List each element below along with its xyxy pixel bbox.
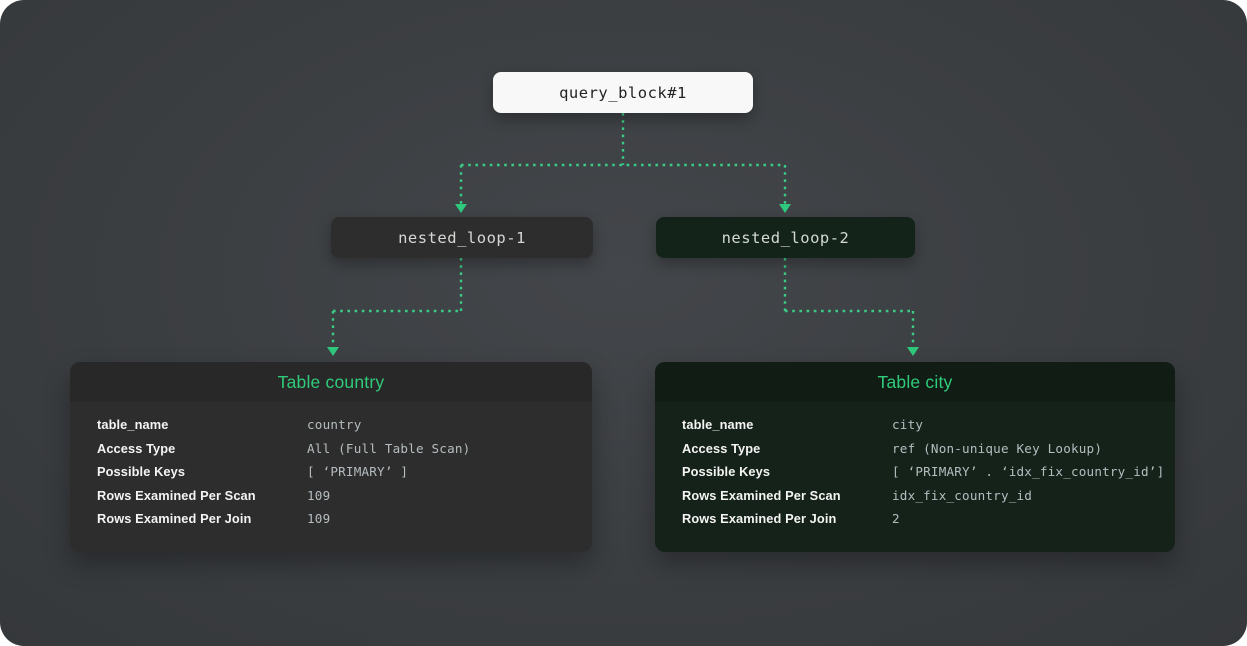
table-row: Access Type All (Full Table Scan) bbox=[70, 437, 592, 461]
card-header: Table city bbox=[655, 362, 1175, 402]
row-value: 109 bbox=[307, 487, 331, 503]
arrow-down-icon bbox=[779, 204, 791, 213]
table-row: Possible Keys [ ‘PRIMARY’ ] bbox=[70, 460, 592, 484]
row-value: ref (Non-unique Key Lookup) bbox=[892, 440, 1103, 456]
card-title: Table country bbox=[277, 371, 385, 392]
card-rows: table_name city Access Type ref (Non-uni… bbox=[655, 402, 1175, 531]
table-row: Rows Examined Per Join 2 bbox=[655, 507, 1175, 531]
row-value: 109 bbox=[307, 511, 331, 527]
row-value: [ ‘PRIMARY’ . ‘idx_fix_country_id’] bbox=[892, 464, 1165, 480]
row-label: Access Type bbox=[97, 440, 176, 456]
row-label: table_name bbox=[682, 417, 754, 433]
row-label: Possible Keys bbox=[97, 464, 186, 480]
card-title: Table city bbox=[877, 371, 953, 392]
row-label: Rows Examined Per Scan bbox=[682, 487, 841, 503]
table-card-country[interactable]: Table country table_name country Access … bbox=[70, 362, 592, 552]
row-label: Possible Keys bbox=[682, 464, 771, 480]
row-value: country bbox=[307, 417, 362, 433]
table-row: Rows Examined Per Scan idx_fix_country_i… bbox=[655, 484, 1175, 508]
node-nested-loop-2[interactable]: nested_loop-2 bbox=[656, 217, 915, 258]
row-value: city bbox=[892, 417, 924, 433]
row-label: Rows Examined Per Join bbox=[682, 511, 837, 527]
table-row: Possible Keys [ ‘PRIMARY’ . ‘idx_fix_cou… bbox=[655, 460, 1175, 484]
arrow-down-icon bbox=[455, 204, 467, 213]
table-row: table_name country bbox=[70, 413, 592, 437]
row-label: table_name bbox=[97, 417, 169, 433]
card-rows: table_name country Access Type All (Full… bbox=[70, 402, 592, 531]
arrow-down-icon bbox=[907, 347, 919, 356]
node-label: nested_loop-1 bbox=[398, 228, 526, 247]
row-value: idx_fix_country_id bbox=[892, 487, 1033, 503]
row-value: All (Full Table Scan) bbox=[307, 440, 471, 456]
table-row: Rows Examined Per Scan 109 bbox=[70, 484, 592, 508]
node-query-block[interactable]: query_block#1 bbox=[493, 72, 753, 113]
row-label: Rows Examined Per Scan bbox=[97, 487, 256, 503]
arrow-down-icon bbox=[327, 347, 339, 356]
node-nested-loop-1[interactable]: nested_loop-1 bbox=[331, 217, 593, 258]
node-label: query_block#1 bbox=[559, 83, 687, 102]
node-label: nested_loop-2 bbox=[721, 228, 850, 247]
row-value: 2 bbox=[892, 511, 900, 527]
table-card-city[interactable]: Table city table_name city Access Type r… bbox=[655, 362, 1175, 552]
row-value: [ ‘PRIMARY’ ] bbox=[307, 464, 409, 480]
table-row: Access Type ref (Non-unique Key Lookup) bbox=[655, 437, 1175, 461]
row-label: Rows Examined Per Join bbox=[97, 511, 252, 527]
row-label: Access Type bbox=[682, 440, 761, 456]
card-header: Table country bbox=[70, 362, 592, 402]
table-row: table_name city bbox=[655, 413, 1175, 437]
table-row: Rows Examined Per Join 109 bbox=[70, 507, 592, 531]
